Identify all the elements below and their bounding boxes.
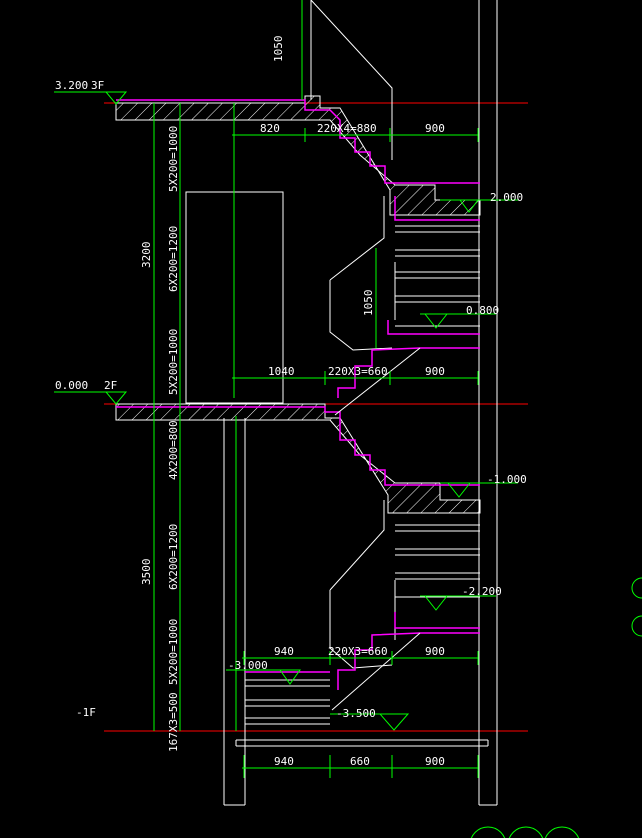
- riser-upper-2: 6X200=1200: [167, 226, 180, 292]
- stair-treads: [245, 225, 480, 725]
- dimension-lines: [54, 0, 518, 778]
- dim-2f-a: 1040: [268, 365, 295, 378]
- level-3f-floor: 3F: [91, 79, 104, 92]
- dim-b-b: 220X3=660: [328, 645, 388, 658]
- riser-upper-3: 5X200=1000: [167, 329, 180, 395]
- dim-3f-c: 900: [425, 122, 445, 135]
- riser-lower-3: 5X200=1000: [167, 619, 180, 685]
- dim-b-c: 900: [425, 645, 445, 658]
- level-2f-elevation: 0.000: [55, 379, 88, 392]
- elev-label-n3500: -3.500: [336, 707, 376, 720]
- elev-label-0800: 0.800: [466, 304, 499, 317]
- elev-label-2000: 2.000: [490, 191, 523, 204]
- dim-2f-c: 900: [425, 365, 445, 378]
- riser-lower-2: 6X200=1200: [167, 524, 180, 590]
- flight-lines: [331, 347, 421, 711]
- dim-mid-1050: 1050: [362, 290, 375, 317]
- dim-lower-total: 3500: [140, 559, 153, 586]
- riser-upper-1: 5X200=1000: [167, 126, 180, 192]
- dim-bottom-c: 900: [425, 755, 445, 768]
- riser-lower-1: 4X200=800: [167, 420, 180, 480]
- axis-circles: [470, 577, 642, 838]
- stair-outline: [116, 99, 480, 690]
- dim-3f-a: 820: [260, 122, 280, 135]
- dim-upper-total: 3200: [140, 242, 153, 269]
- level-markers: [104, 91, 479, 731]
- dim-top-1050: 1050: [272, 36, 285, 63]
- riser-lower-4: 167X3=500: [167, 692, 180, 752]
- level-3f-elevation: 3.200: [55, 79, 88, 92]
- dim-bottom-a: 940: [274, 755, 294, 768]
- level-b1-floor: -1F: [76, 706, 96, 719]
- level-2f-floor: 2F: [104, 379, 117, 392]
- elev-label-n1000: -1.000: [487, 473, 527, 486]
- elev-label-n2200: -2.200: [462, 585, 502, 598]
- dim-bottom-b: 660: [350, 755, 370, 768]
- dim-b-a: 940: [274, 645, 294, 658]
- structure: [185, 0, 498, 806]
- dim-3f-b: 220X4=880: [317, 122, 377, 135]
- dim-2f-b: 220X3=660: [328, 365, 388, 378]
- elev-label-n3000: -3.000: [228, 659, 268, 672]
- slab-3f: [115, 95, 481, 216]
